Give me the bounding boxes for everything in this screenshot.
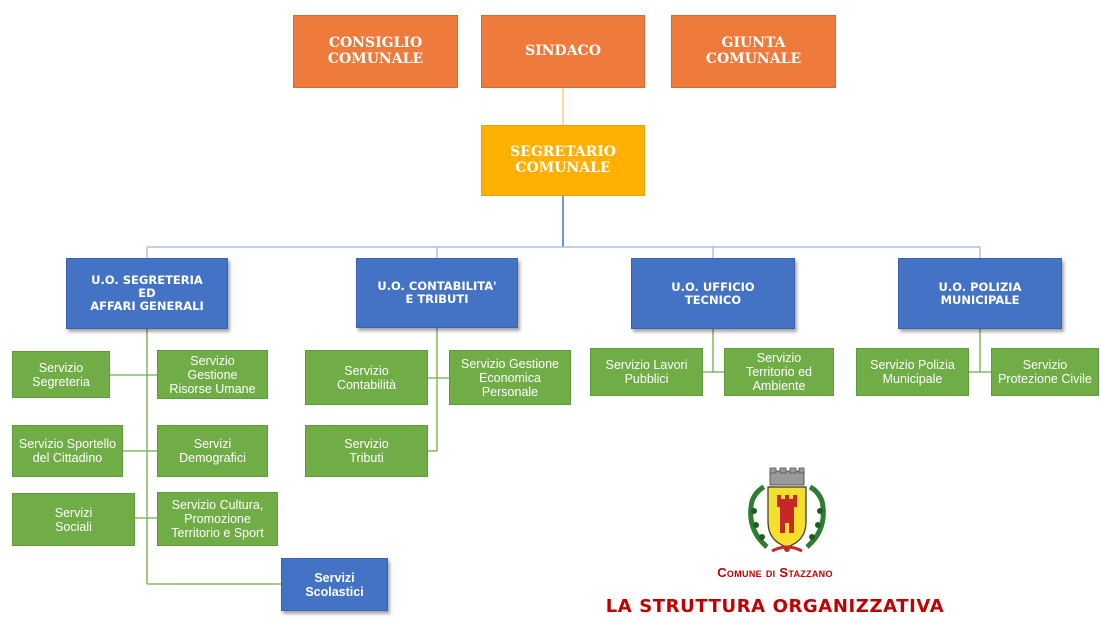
segretario-comunale-box: SEGRETARIO COMUNALE: [481, 125, 645, 196]
uo-segreteria-box: U.O. SEGRETERIA ED AFFARI GENERALI: [66, 258, 228, 329]
coat-of-arms-icon: [748, 467, 826, 553]
servizio-polizia-box: Servizio Polizia Municipale: [856, 348, 969, 396]
servizi-sociali-box: Servizi Sociali: [12, 493, 135, 546]
servizio-cultura-box: Servizio Cultura, Promozione Territorio …: [157, 492, 278, 546]
servizio-economica-box: Servizio Gestione Economica Personale: [449, 350, 571, 405]
servizio-territorio-box: Servizio Territorio ed Ambiente: [724, 348, 834, 396]
comune-caption: Comune di Stazzano: [717, 565, 833, 580]
giunta-comunale-box: GIUNTA COMUNALE: [671, 15, 836, 88]
servizi-scolastici-box: Servizi Scolastici: [281, 558, 388, 611]
uo-tecnico-box: U.O. UFFICIO TECNICO: [631, 258, 795, 329]
struttura-caption: LA STRUTTURA ORGANIZZATIVA: [605, 596, 945, 617]
servizio-contabilita-box: Servizio Contabilità: [305, 350, 428, 405]
servizio-sportello-box: Servizio Sportello del Cittadino: [12, 425, 123, 477]
consiglio-comunale-box: CONSIGLIO COMUNALE: [293, 15, 458, 88]
servizio-protezione-civile-box: Servizio Protezione Civile: [991, 348, 1099, 396]
servizio-risorse-umane-box: Servizio Gestione Risorse Umane: [157, 350, 268, 399]
servizio-tributi-box: Servizio Tributi: [305, 425, 428, 477]
servizio-lavori-pubblici-box: Servizio Lavori Pubblici: [590, 348, 703, 396]
servizio-segreteria-box: Servizio Segreteria: [12, 351, 110, 398]
sindaco-box: SINDACO: [481, 15, 645, 88]
servizi-demografici-box: Servizi Demografici: [157, 425, 268, 477]
uo-contabilita-box: U.O. CONTABILITA' E TRIBUTI: [356, 258, 518, 328]
uo-polizia-box: U.O. POLIZIA MUNICIPALE: [898, 258, 1062, 329]
